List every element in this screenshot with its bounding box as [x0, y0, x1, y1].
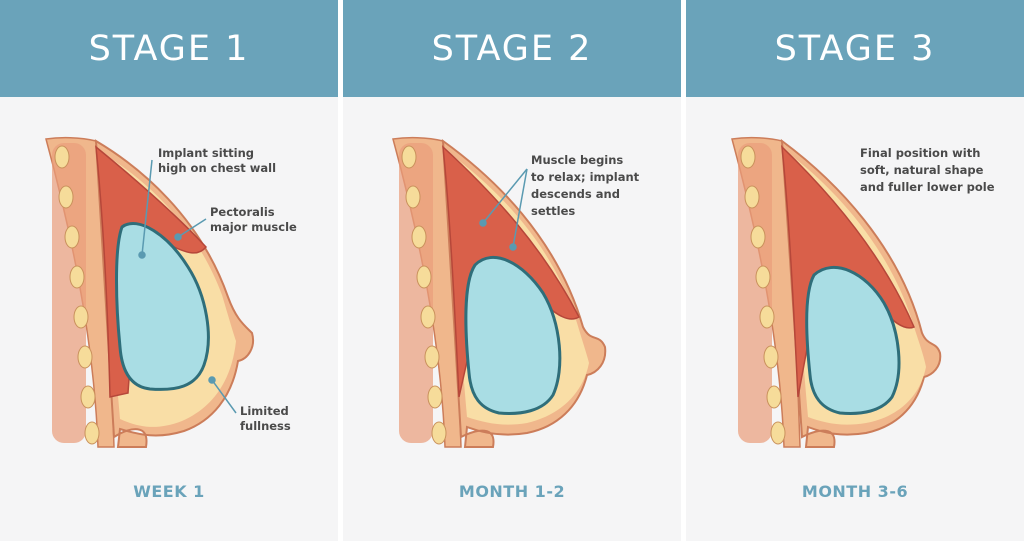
note-final-position: Final position with soft, natural shape … [860, 146, 995, 194]
stage-1-panel: STAGE 1 [0, 0, 338, 541]
stage-1-banner: STAGE 1 [0, 0, 338, 97]
note-pectoralis: Pectoralis major muscle [210, 205, 297, 234]
stage-2-illustration: Muscle begins to relax; implant descends… [392, 136, 643, 448]
stage-2-title: STAGE 2 [431, 28, 593, 69]
stage-2-figure: Muscle begins to relax; implant descends… [343, 97, 681, 467]
stage-3-banner: STAGE 3 [686, 0, 1024, 97]
stage-1-illustration: Implant sitting high on chest wall Pecto… [45, 136, 297, 448]
stage-1-time-label: WEEK 1 [133, 482, 205, 501]
rib-column [52, 143, 86, 443]
stage-3-figure: Final position with soft, natural shape … [686, 97, 1024, 467]
stage-1-figure: Implant sitting high on chest wall Pecto… [0, 97, 338, 467]
rib-column [738, 143, 772, 443]
ribs [54, 145, 100, 445]
stage-2-banner: STAGE 2 [343, 0, 681, 97]
stage-1-title: STAGE 1 [88, 28, 250, 69]
note-muscle-relax: Muscle begins to relax; implant descends… [531, 153, 643, 218]
stage-3-illustration: Final position with soft, natural shape … [731, 136, 995, 448]
note-implant-position: Implant sitting high on chest wall [158, 146, 276, 175]
ribs [401, 145, 447, 445]
implant [805, 265, 901, 415]
stage-3-title: STAGE 3 [774, 28, 936, 69]
stage-3-panel: STAGE 3 [686, 0, 1024, 541]
rib-column [399, 143, 433, 443]
stage-2-panel: STAGE 2 [343, 0, 681, 541]
stage-2-time-label: MONTH 1-2 [458, 482, 566, 501]
ribs [740, 145, 786, 445]
implant [115, 221, 210, 391]
note-limited-fullness: Limited fullness [240, 404, 293, 433]
stage-3-time-label: MONTH 3-6 [801, 482, 909, 501]
implant [464, 255, 562, 415]
